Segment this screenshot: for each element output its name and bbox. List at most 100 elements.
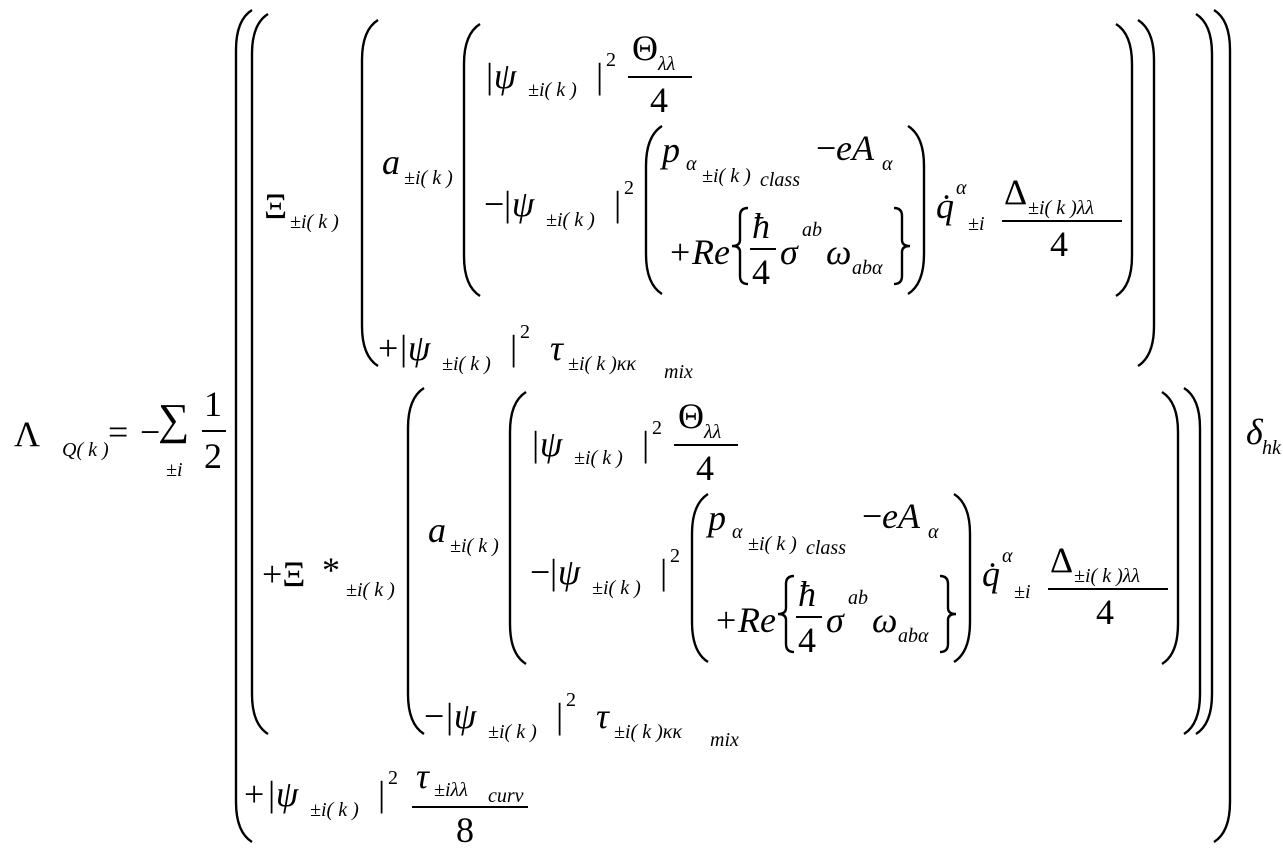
xi-star-block-sigma: σ [826,600,844,640]
xi-star-block-p-left-paren [690,492,709,664]
xi-star-block-abs-psi-1: |ψ [530,424,563,464]
xi-block-re-left-brace [731,206,749,286]
xi-block-abs-close-1: | [596,56,604,96]
xi-star-block-plus-re: + [716,600,737,640]
xi-block-sq-2: 2 [624,177,634,199]
xi-star-block-eA-sub: α [928,521,939,543]
xi-star-block-xi-sub: ±i( k ) [346,579,395,601]
xi-block-tau-sign: + [378,328,399,368]
xi-star-block-tau-mix-sub: ±i( k )κκ [614,721,682,743]
xi-star-block-p-right-paren [953,492,972,664]
delta-symbol: δ [1246,412,1263,452]
xi-block-minus-e: − [816,128,837,168]
xi-block-psi-sub-3: ±i( k ) [442,353,491,375]
xi-block-theta-bar [628,76,692,78]
xi-star-block-tau-sign: − [424,696,445,736]
xi-star-block-abs-psi-3: |ψ [444,696,477,736]
xi-block-mid-left-paren [462,22,481,298]
xi-star-block-abs-close-3: | [556,696,564,736]
xi-star-block-sigma-sup: ab [848,587,868,609]
xi-block-delta-cap-sub: ±i( k )λλ [1028,197,1095,219]
xi-star-block-theta: Θ [678,396,704,436]
curv-psi-sub: ±i( k ) [310,799,359,821]
xi-block-omega-sub: abα [852,257,883,279]
xi-star-block-minus-e: − [862,496,883,536]
xi-block-tau-mix-subsub: mix [664,361,693,383]
curv-tau: τ [416,756,429,796]
xi-star-block-omega-sub: abα [898,625,929,647]
xi-star-block-omega: ω [872,600,898,640]
xi-block-sq-1: 2 [606,49,616,71]
xi-block-a-sub: ±i( k ) [404,167,453,189]
xi-star-block-mid-left-paren [508,390,527,666]
inner-right-paren [1195,12,1214,736]
xi-block-hbar-bar [750,248,776,250]
xi-block-sq-3: 2 [520,321,530,343]
xi-star-block-sq-3: 2 [566,689,576,711]
xi-block-theta-den: 4 [650,80,668,120]
equals-sign: = [108,412,129,452]
xi-star-block-tau-mix-subsub: mix [710,729,739,751]
xi-star-block-hbar-den: 4 [798,620,816,660]
curv-plus: + [244,774,265,814]
inner-left-paren [250,12,269,736]
xi-block-delta-cap: Δ [1004,172,1028,212]
xi-block-qdot: q̇ [936,186,954,226]
xi-block-eA-sub: α [882,153,893,175]
xi-star-block-sq-2: 2 [670,545,680,567]
xi-block-a: a [382,142,400,182]
xi-star-block-qdot: q̇ [982,554,1000,594]
xi-star-block-psi-sub-2: ±i( k ) [592,577,641,599]
curv-bar [412,806,528,808]
xi-block-omega: ω [826,232,852,272]
xi-star-block-delta-cap: Δ [1050,540,1074,580]
xi-block-p: p [662,130,680,170]
xi-star-block-abs-psi-2: |ψ [548,552,581,592]
xi-star-block-eA: eA [882,496,920,536]
xi-block-eA: eA [836,128,874,168]
xi-star-block-re: Re [738,600,776,640]
xi-block-mid-right-paren [1115,22,1134,298]
xi-block-p-sub-index: ±i( k ) [702,165,751,187]
xi-star-block-star: * [322,550,340,590]
xi-block-p-sub-alpha: α [686,153,697,175]
xi-block-abs-close-2: | [614,184,622,224]
xi-block-delta-cap-bar [1002,220,1122,222]
half-numerator: 1 [204,384,222,424]
xi-block-delta-cap-den: 4 [1050,224,1068,264]
curv-sq: 2 [388,767,398,789]
xi-block-p-sub-class: class [760,169,800,191]
xi-block-tau-mix-sub: ±i( k )κκ [568,353,636,375]
xi-star-block-p: p [708,498,726,538]
xi-star-block-sq-1: 2 [652,417,662,439]
curv-den: 8 [456,810,474,850]
xi-star-block-a-sub: ±i( k ) [450,535,499,557]
xi-block-right-paren [1137,18,1156,368]
xi-block-p-left-paren [644,124,663,296]
xi-block-theta: Θ [632,28,658,68]
xi-block-psi-sub-2: ±i( k ) [546,209,595,231]
xi-block-tau-mix: τ [550,328,563,368]
xi-star-block-p-sub-alpha: α [732,521,743,543]
xi-star-block-abs-close-1: | [642,424,650,464]
xi-star-block-a: a [428,510,446,550]
xi-star-block-theta-den: 4 [696,448,714,488]
xi-star-block-re-right-brace [939,574,957,654]
curv-tau-subsub: curv [488,785,524,807]
xi-block-theta-sub: λλ [658,53,676,75]
curv-abs-close: | [378,774,386,814]
xi-star-block-hbar-bar [796,616,822,618]
half-denominator: 2 [204,436,222,476]
lambda-subscript: Q( k ) [62,439,109,461]
xi-block-q-sub: ±i [968,213,985,235]
summation-sign: ∑ [158,395,190,444]
xi-star-block-plus-xi: +Ξ [262,554,306,594]
sum-index: ±i [166,459,183,481]
xi-block-hbar: ħ [752,206,770,246]
outer-left-paren [234,8,253,844]
xi-star-block-q-sub: ±i [1014,581,1031,603]
xi-star-block-minus-2: − [530,552,551,592]
xi-block-re-right-brace [893,206,911,286]
xi-star-block-mid-right-paren [1161,390,1180,666]
